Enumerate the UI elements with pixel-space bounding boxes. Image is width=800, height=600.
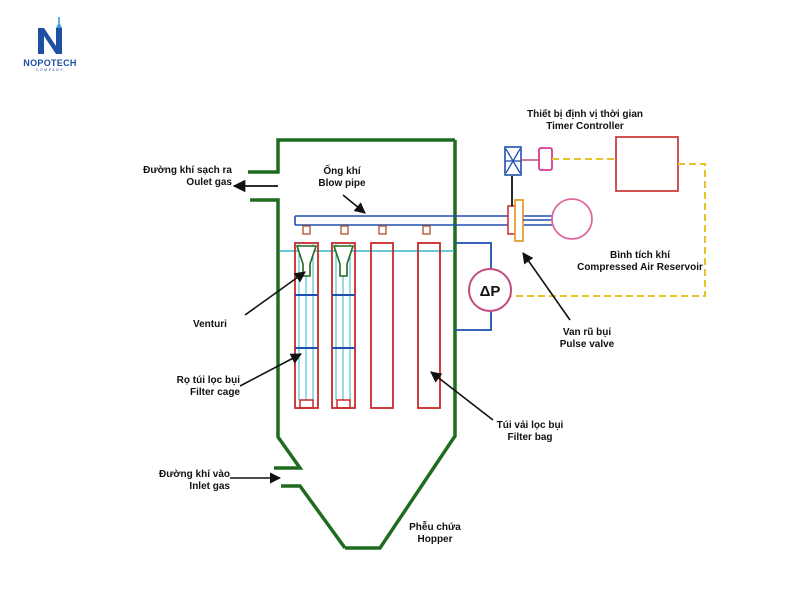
hopper-label-en: Hopper xyxy=(417,534,453,545)
bag-bottoms xyxy=(299,399,351,409)
housing-left-lower xyxy=(250,198,304,470)
logo-arrow-mark xyxy=(56,22,62,28)
housing-hopper-left xyxy=(281,484,347,550)
hopper-label-vi: Phễu chứa xyxy=(409,522,461,533)
filter-bag-label-en: Filter bag xyxy=(507,432,553,443)
nozzle-1 xyxy=(302,225,311,235)
blow-pipe-label-en: Blow pipe xyxy=(318,178,366,189)
venturi-callout-arrow xyxy=(244,271,306,316)
timer-controller xyxy=(615,136,679,192)
timer-controller-label-en: Timer Controller xyxy=(546,121,624,132)
bag-callout-arrow xyxy=(430,371,494,421)
dp-gauge-line-top xyxy=(455,242,492,268)
filter-cage-label-vi: Rọ túi lọc bụi xyxy=(176,375,240,386)
air-reservoir-label: Bình tích khí Compressed Air Reservoir xyxy=(560,250,720,274)
timer-to-gauge-signal-line xyxy=(511,163,706,297)
air-reservoir-label-vi: Bình tích khí xyxy=(610,250,670,261)
housing-right-wall xyxy=(345,140,457,550)
nozzle-3 xyxy=(378,225,387,235)
nozzle-4 xyxy=(422,225,431,235)
pulse-valve-label-vi: Van rũ bụi xyxy=(562,327,612,338)
pulse-valve-callout-arrow xyxy=(522,252,571,321)
outlet-gas-label-vi: Đường khí sạch ra xyxy=(143,165,232,176)
pulse-valve-label-en: Pulse valve xyxy=(559,339,615,350)
baghouse-housing xyxy=(248,138,457,550)
filter-bag-4 xyxy=(417,242,441,409)
pulse-valve-flange xyxy=(514,199,524,242)
timer-controller-label: Thiết bị định vị thời gian Timer Control… xyxy=(510,109,660,133)
outlet-gas-label-en: Oulet gas xyxy=(186,177,232,188)
filter-cage-label: Rọ túi lọc bụi Filter cage xyxy=(150,375,240,399)
outlet-gas-label: Đường khí sạch ra Oulet gas xyxy=(120,165,232,189)
blow-pipe-label-vi: Ống khí xyxy=(323,166,361,177)
filter-bag-label-vi: Túi vải lọc bụi xyxy=(496,420,564,431)
venturi-2 xyxy=(332,245,355,277)
cage-callout-arrow xyxy=(239,353,302,387)
blowpipe-callout-arrow xyxy=(342,194,366,214)
pulse-valve-label: Van rũ bụi Pulse valve xyxy=(547,327,627,351)
filter-bags xyxy=(294,242,441,409)
logo-n-mark xyxy=(38,28,62,54)
nopotech-logo xyxy=(38,17,62,54)
timer-connector xyxy=(538,147,553,171)
dp-gauge xyxy=(468,268,512,312)
hopper-label: Phễu chứa Hopper xyxy=(400,522,470,546)
dp-gauge-symbol: ΔP xyxy=(480,283,501,300)
brand-tagline: COMPANY xyxy=(36,68,64,72)
inlet-gas-label: Đường khí vào Inlet gas xyxy=(130,469,230,493)
dp-gauge-line-bottom xyxy=(455,312,492,331)
callout-arrows xyxy=(230,194,571,484)
filter-cage-label-en: Filter cage xyxy=(189,387,240,398)
venturi-1 xyxy=(295,245,318,277)
timer-controller-label-vi: Thiết bị định vị thời gian xyxy=(527,109,643,120)
filter-bag-label: Túi vải lọc bụi Filter bag xyxy=(485,420,575,444)
inlet-gas-label-en: Inlet gas xyxy=(189,481,230,492)
cage-bands xyxy=(295,294,355,349)
blow-pipe-label: Ống khí Blow pipe xyxy=(300,166,384,190)
air-reservoir-label-en: Compressed Air Reservoir xyxy=(577,262,703,273)
housing-top-left-outlet xyxy=(248,138,455,174)
brand-name: NOPOTECH xyxy=(23,58,77,68)
inlet-gas-label-vi: Đường khí vào xyxy=(158,469,230,480)
nozzle-2 xyxy=(340,225,349,235)
air-reservoir xyxy=(551,198,593,240)
blow-pipe-nozzles xyxy=(302,225,431,235)
venturi-label: Venturi xyxy=(193,319,227,330)
logo-arrow-shaft xyxy=(58,17,60,23)
venturis xyxy=(295,245,355,277)
filter-bag-3 xyxy=(370,242,394,409)
